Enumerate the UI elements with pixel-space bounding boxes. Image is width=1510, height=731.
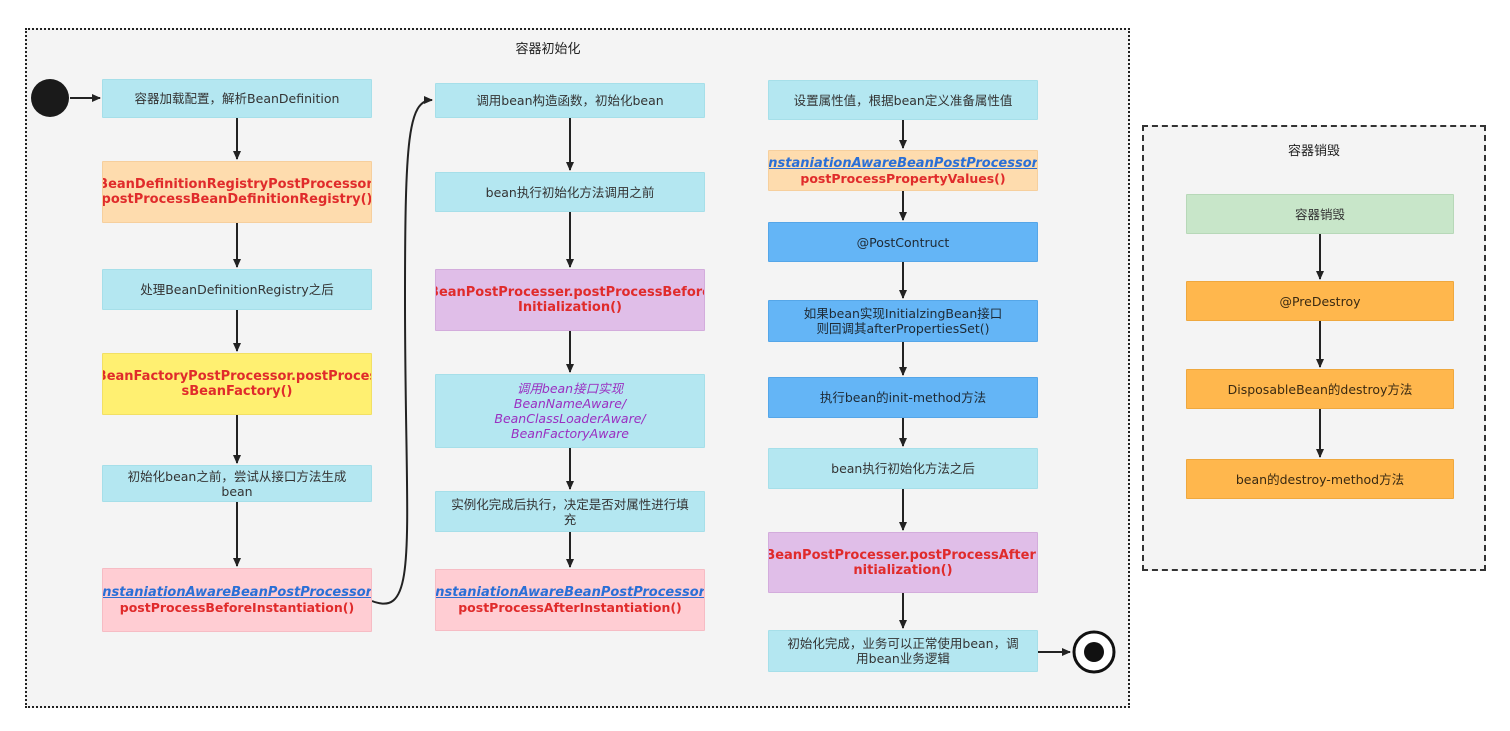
step-container-destroy: 容器销毁 — [1186, 194, 1454, 234]
step-post-process-after-init: BeanPostProcesser.postProcessAfterI niti… — [768, 532, 1038, 593]
step-before-instantiation: instaniationAwareBeanPostProcessor. post… — [102, 568, 372, 632]
step-call-constructor: 调用bean构造函数，初始化bean — [435, 83, 705, 118]
step-after-instantiation: instaniationAwareBeanPostProcessor. post… — [435, 569, 705, 631]
step-bean-factory-post-processor: BeanFactoryPostProcessor.postProces sBea… — [102, 353, 372, 415]
init-container-title: 容器初始化 — [515, 42, 581, 57]
step-aware-interfaces: 调用bean接口实现 BeanNameAware/ BeanClassLoade… — [435, 374, 705, 448]
step-load-config: 容器加载配置，解析BeanDefinition — [102, 79, 372, 118]
start-node-icon — [31, 79, 69, 117]
step-init-complete: 初始化完成，业务可以正常使用bean，调 用bean业务逻辑 — [768, 630, 1038, 672]
step-post-process-property-values: instaniationAwareBeanPostProcessor. post… — [768, 150, 1038, 191]
step-registry-post-processor: BeanDefinitionRegistryPostProcessor. pos… — [102, 161, 372, 223]
step-init-method: 执行bean的init-method方法 — [768, 377, 1038, 418]
step-after-registry: 处理BeanDefinitionRegistry之后 — [102, 269, 372, 310]
destroy-container-title: 容器销毁 — [1287, 144, 1340, 159]
step-disposable-bean-destroy: DisposableBean的destroy方法 — [1186, 369, 1454, 409]
step-initializing-bean: 如果bean实现InitialzingBean接口 则回调其afterPrope… — [768, 300, 1038, 342]
step-post-process-before-init: BeanPostProcesser.postProcessBefore Init… — [435, 269, 705, 331]
step-set-properties: 设置属性值，根据bean定义准备属性值 — [768, 80, 1038, 120]
step-pre-destroy: @PreDestroy — [1186, 281, 1454, 321]
step-post-construct: @PostContruct — [768, 222, 1038, 262]
step-after-init-method: bean执行初始化方法之后 — [768, 448, 1038, 489]
step-destroy-method: bean的destroy-method方法 — [1186, 459, 1454, 499]
step-after-instantiation-decision: 实例化完成后执行，决定是否对属性进行填 充 — [435, 491, 705, 532]
step-before-init: 初始化bean之前，尝试从接口方法生成 bean — [102, 465, 372, 502]
end-node-icon — [1072, 630, 1116, 674]
step-before-init-method: bean执行初始化方法调用之前 — [435, 172, 705, 212]
